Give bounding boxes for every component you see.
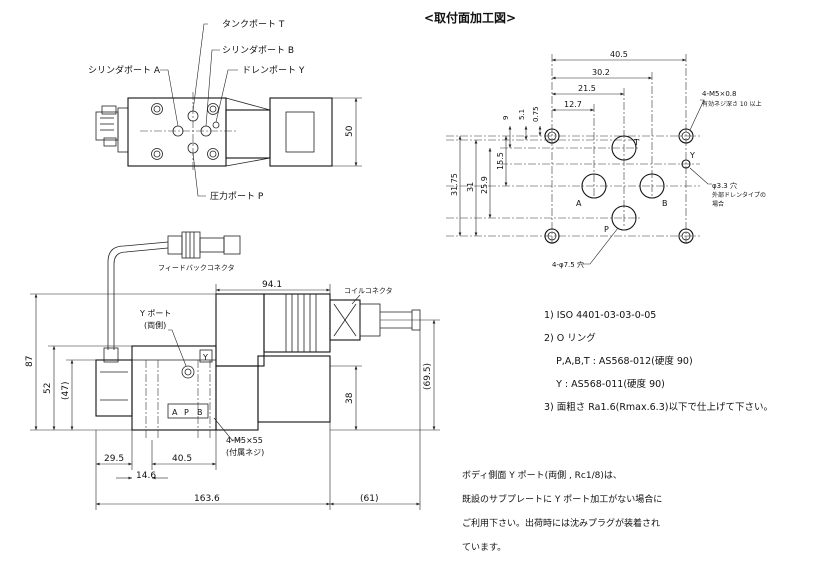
front-dim-14-6: 14.6 bbox=[136, 471, 156, 481]
coil-connector-label: コイルコネクタ bbox=[344, 286, 393, 295]
front-dim-69-5: (69.5) bbox=[423, 363, 433, 390]
note-line: P,A,B,T : AS568-012(硬度 90) bbox=[544, 355, 693, 367]
tank-port-label: タンクポート T bbox=[222, 19, 285, 30]
top-connector bbox=[95, 105, 129, 153]
mount-title: <取付面加工図> bbox=[424, 10, 516, 25]
hole-33-label-3: 場合 bbox=[712, 200, 724, 208]
mount-dim-12-7: 12.7 bbox=[564, 100, 582, 109]
mount-dim-5-1: 5.1 bbox=[518, 109, 526, 120]
note-line: 1) ISO 4401-03-03-0-05 bbox=[544, 309, 657, 321]
feedback-connector bbox=[167, 231, 241, 259]
front-solenoid bbox=[215, 293, 265, 367]
port-mark-b: B bbox=[197, 408, 203, 417]
mount-view: <取付面加工図> 40.5 30.2 21.5 12.7 9 5.1 0.75 bbox=[424, 10, 766, 269]
front-dim-87: 87 bbox=[25, 356, 35, 367]
spec-notes: 1) ISO 4401-03-03-0-05 2) O リング P,A,B,T … bbox=[544, 298, 773, 425]
port-p-hole bbox=[611, 205, 637, 231]
sensor-housing bbox=[95, 359, 133, 417]
mount-holes bbox=[544, 128, 694, 244]
front-dim-47: (47) bbox=[61, 382, 71, 400]
mount-dim-40-5: 40.5 bbox=[610, 50, 628, 59]
y-port-plug bbox=[181, 365, 195, 379]
port-a-hole bbox=[581, 173, 607, 199]
port-plate bbox=[167, 403, 209, 419]
port-y-hole bbox=[681, 159, 691, 169]
hole-33-label-1: φ3.3 穴 bbox=[712, 181, 737, 190]
hole-75-label: 4-φ7.5 穴 bbox=[552, 260, 584, 269]
y-port-both-label: (両側) bbox=[144, 320, 166, 330]
note-line: 2) O リング bbox=[544, 332, 596, 344]
footnote-line: ています。 bbox=[462, 543, 507, 553]
front-coil bbox=[257, 355, 331, 423]
top-view: タンクポート T シリンダポート B シリンダポート A ドレンポート Y 圧力… bbox=[88, 19, 362, 202]
mount-port-y: Y bbox=[689, 151, 695, 160]
port-mark-a: A bbox=[172, 408, 178, 417]
front-dim-29-5: 29.5 bbox=[104, 454, 124, 464]
top-ports bbox=[172, 110, 220, 154]
y-port-label: Y ポート bbox=[139, 309, 171, 318]
mount-dim-21-5: 21.5 bbox=[578, 84, 596, 93]
top-coil-housing bbox=[269, 97, 333, 167]
footnote-line: ご利用下さい。出荷時には沈みプラグが装着され bbox=[462, 519, 661, 529]
pressure-port-label: 圧力ポート P bbox=[210, 190, 264, 202]
footnote: ボディ側面 Y ポート(両側 , Rc1/8)は、 既設のサブプレートに Y ポ… bbox=[462, 458, 662, 566]
footnote-line: ボディ側面 Y ポート(両側 , Rc1/8)は、 bbox=[462, 471, 622, 481]
front-dim-40-5: 40.5 bbox=[172, 454, 192, 464]
feedback-cable bbox=[107, 241, 169, 350]
mount-dim-31: 31 bbox=[466, 182, 475, 192]
front-view: フィードバックコネクタ Y A P B bbox=[25, 231, 440, 510]
hole-33-label-2: 外部ドレンタイプの bbox=[712, 191, 766, 199]
front-dim-52: 52 bbox=[43, 383, 53, 394]
port-mark-p: P bbox=[184, 408, 189, 417]
mount-port-p: P bbox=[604, 225, 609, 234]
screw-label: 4-M5×55 bbox=[226, 436, 263, 445]
mount-dim-0-75: 0.75 bbox=[532, 106, 540, 122]
cyl-port-b-label: シリンダポート B bbox=[222, 44, 294, 56]
mount-dim-9: 9 bbox=[502, 116, 510, 120]
mount-port-b: B bbox=[662, 199, 668, 208]
mount-dim-30-2: 30.2 bbox=[592, 68, 610, 77]
cyl-port-a-label: シリンダポート A bbox=[88, 64, 161, 76]
feedback-connector-label: フィードバックコネクタ bbox=[158, 263, 235, 272]
drawing-canvas: タンクポート T シリンダポート B シリンダポート A ドレンポート Y 圧力… bbox=[25, 10, 766, 510]
footnote-line: 既設のサブプレートに Y ポート加工がない場合に bbox=[462, 495, 663, 505]
m5-label-1: 4-M5×0.8 bbox=[702, 90, 736, 98]
port-t-hole bbox=[611, 135, 637, 161]
port-b-hole bbox=[639, 173, 665, 199]
front-dim-94-1: 94.1 bbox=[262, 280, 282, 290]
front-dim-163-6: 163.6 bbox=[194, 494, 220, 504]
mount-port-a: A bbox=[576, 199, 582, 208]
screw-note: (付属ネジ) bbox=[226, 447, 264, 457]
top-bolt-holes bbox=[151, 103, 219, 160]
note-line: Y : AS568-011(硬度 90) bbox=[544, 378, 665, 390]
m5-label-2: 有効ネジ深さ 10 以上 bbox=[702, 100, 761, 108]
y-mark: Y bbox=[202, 353, 208, 362]
drain-port-label: ドレンポート Y bbox=[242, 65, 305, 76]
top-solenoid bbox=[225, 109, 271, 159]
top-dim-50: 50 bbox=[345, 125, 355, 137]
front-dim-61: (61) bbox=[360, 494, 378, 504]
mount-dim-15-5: 15.5 bbox=[496, 152, 505, 170]
note-line: 3) 面粗さ Ra1.6(Rmax.6.3)以下で仕上げて下さい。 bbox=[544, 401, 773, 413]
front-dim-38: 38 bbox=[345, 392, 355, 404]
mount-dim-31-75: 31.75 bbox=[450, 173, 459, 196]
mount-dim-25-9: 25.9 bbox=[480, 176, 489, 194]
mount-port-t: T bbox=[633, 138, 639, 147]
